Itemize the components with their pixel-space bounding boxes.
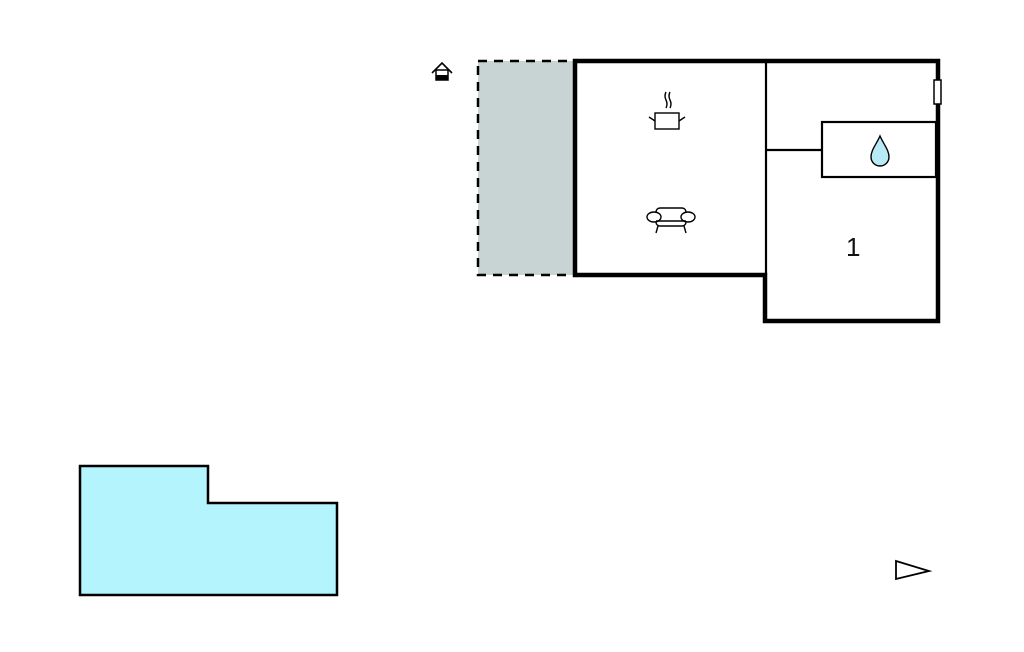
terrace: [476, 59, 577, 277]
outer-walls: [572, 58, 941, 324]
kitchen-pot-icon: [648, 91, 686, 130]
room-number: 1: [846, 232, 860, 262]
north-arrow-icon: [895, 559, 933, 581]
pool: [78, 464, 339, 597]
sofa-icon: [646, 207, 696, 234]
entrance-icon: [431, 61, 453, 81]
window-icon: [933, 79, 942, 105]
water-drop-icon: [870, 134, 890, 167]
